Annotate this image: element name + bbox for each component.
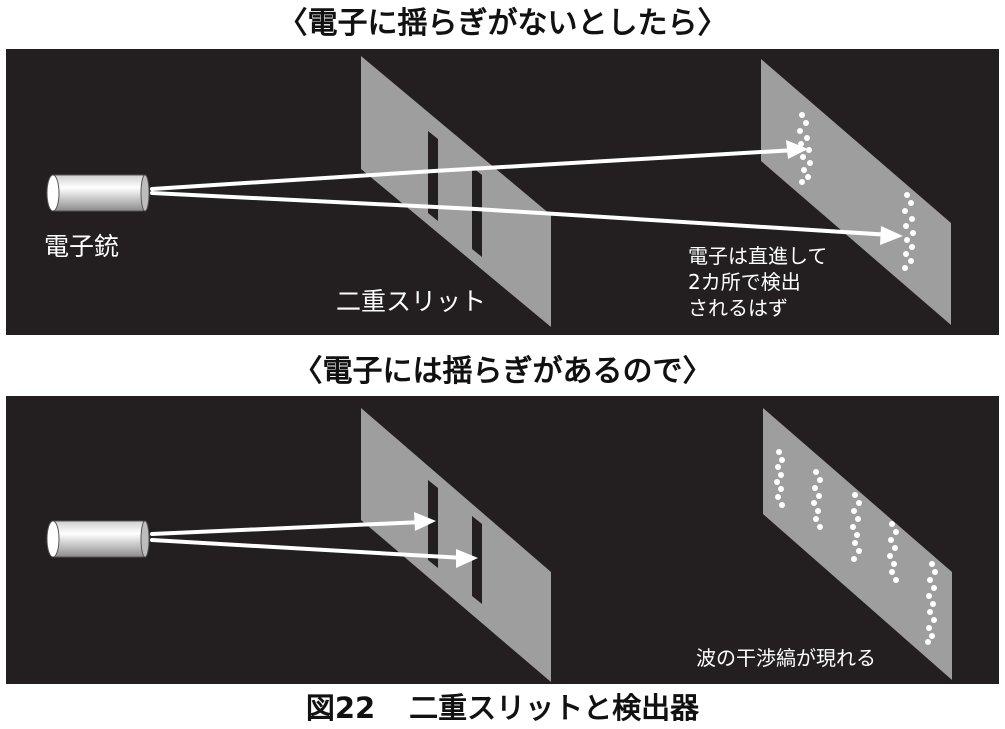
heading-with-fluctuation: 〈電子には揺らぎがあるので〉	[292, 354, 713, 389]
figure-title: 二重スリットと検出器	[409, 691, 700, 725]
expectation-note-line: 電子は直進して	[688, 244, 828, 268]
figure-number: 図22	[305, 691, 376, 725]
diagram-panel-no-fluctuation: 電子銃 二重スリット 電子は直進して 2カ所で検出 されるはず	[6, 49, 999, 335]
double-slit-plate	[361, 56, 551, 327]
expectation-note-line: 2カ所で検出	[688, 270, 801, 294]
expectation-note: 電子は直進して 2カ所で検出 されるはず	[688, 243, 827, 321]
interference-label: 波の干渉縞が現れる	[696, 646, 876, 670]
hit-cluster-upper	[797, 112, 813, 185]
detector-screen	[761, 59, 951, 325]
diagram-svg-bottom	[46, 408, 952, 682]
slit-upper	[428, 480, 438, 568]
diagram-svg-top	[46, 56, 951, 327]
slit-lower	[472, 167, 482, 257]
electron-gun-label: 電子銃	[44, 232, 120, 261]
diagram-panel-with-fluctuation: 波の干渉縞が現れる	[6, 396, 999, 684]
electron-gun-icon	[46, 174, 150, 212]
slit-upper	[428, 131, 438, 221]
double-slit-plate	[361, 408, 551, 682]
beam-arrowheads	[414, 512, 478, 568]
double-slit-label: 二重スリット	[336, 287, 487, 316]
electron-beams	[150, 148, 893, 237]
expectation-note-line: されるはず	[688, 296, 788, 320]
electron-beams	[150, 520, 466, 560]
heading-no-fluctuation: 〈電子に揺らぎがないとしたら〉	[277, 6, 728, 41]
slit-lower	[472, 516, 482, 604]
hit-cluster-lower	[902, 192, 916, 271]
figure-caption: 図22 二重スリットと検出器	[0, 690, 1005, 726]
interference-fringes	[774, 449, 938, 645]
beam-arrowheads	[786, 140, 903, 245]
electron-gun-icon	[46, 520, 150, 558]
